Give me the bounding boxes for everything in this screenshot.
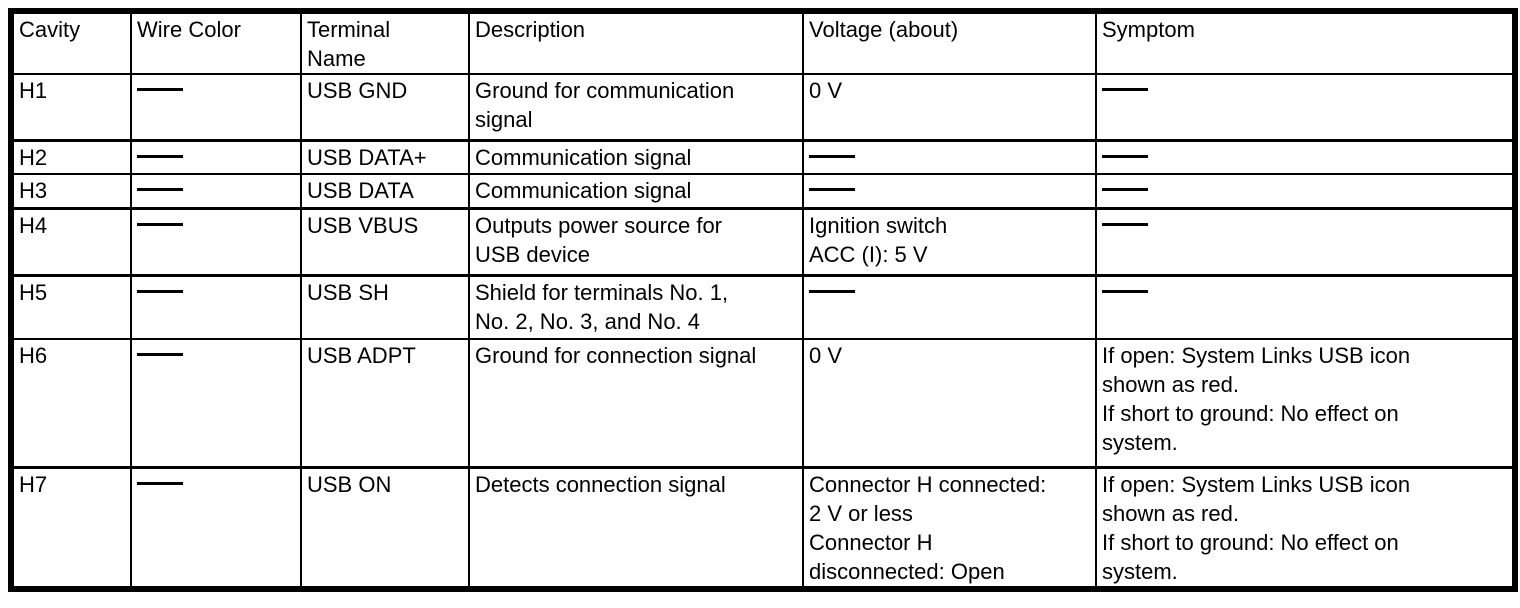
dash-value (137, 222, 183, 226)
dash-value (1102, 222, 1148, 226)
table-row: H2 USB DATA+Communication signal (10, 139, 1516, 175)
cell-voltage: 0 V (802, 338, 1097, 469)
cell-symptom (1095, 73, 1516, 142)
header-wire-color: Wire Color (130, 10, 302, 75)
dash-value (137, 289, 183, 293)
cell-terminal-name: USB VBUS (300, 207, 470, 277)
cell-voltage (802, 173, 1097, 210)
cell-voltage: Connector H connected: 2 V or less Conne… (802, 466, 1097, 590)
cell-symptom (1095, 274, 1516, 340)
cell-symptom (1095, 207, 1516, 277)
cell-description: Ground for communication signal (468, 73, 804, 142)
cell-wire-color (130, 139, 302, 175)
cell-cavity: H7 (10, 466, 132, 590)
dash-value (1102, 289, 1148, 293)
dash-value (809, 188, 855, 191)
cell-terminal-name: USB ON (300, 466, 470, 590)
header-terminal-name: Terminal Name (300, 10, 470, 75)
dash-value (809, 154, 855, 158)
cell-symptom (1095, 173, 1516, 210)
cell-description: Detects connection signal (468, 466, 804, 590)
cell-wire-color (130, 73, 302, 142)
cell-cavity: H1 (10, 73, 132, 142)
cell-wire-color (130, 466, 302, 590)
cell-cavity: H4 (10, 207, 132, 277)
cell-wire-color (130, 274, 302, 340)
header-description: Description (468, 10, 804, 75)
dash-value (137, 353, 183, 356)
dash-value (1102, 154, 1148, 158)
cell-voltage (802, 274, 1097, 340)
dash-value (1102, 188, 1148, 191)
cell-wire-color (130, 207, 302, 277)
cell-description: Outputs power source for USB device (468, 207, 804, 277)
cell-voltage (802, 139, 1097, 175)
cell-description: Shield for terminals No. 1, No. 2, No. 3… (468, 274, 804, 340)
cell-cavity: H2 (10, 139, 132, 175)
table-header: Cavity Wire Color Terminal Name Descript… (10, 10, 1516, 75)
cell-description: Communication signal (468, 139, 804, 175)
cell-description: Communication signal (468, 173, 804, 210)
header-row: Cavity Wire Color Terminal Name Descript… (10, 10, 1516, 75)
cell-description: Ground for connection signal (468, 338, 804, 469)
cell-voltage: Ignition switch ACC (I): 5 V (802, 207, 1097, 277)
cell-wire-color (130, 173, 302, 210)
cell-terminal-name: USB DATA+ (300, 139, 470, 175)
header-symptom: Symptom (1095, 10, 1516, 75)
cell-symptom (1095, 139, 1516, 175)
dash-value (809, 289, 855, 293)
dash-value (137, 88, 183, 91)
cell-voltage: 0 V (802, 73, 1097, 142)
terminal-table: Cavity Wire Color Terminal Name Descript… (8, 8, 1518, 592)
cell-cavity: H6 (10, 338, 132, 469)
cell-symptom: If open: System Links USB icon shown as … (1095, 466, 1516, 590)
dash-value (137, 188, 183, 191)
dash-value (137, 481, 183, 485)
header-voltage: Voltage (about) (802, 10, 1097, 75)
cell-terminal-name: USB DATA (300, 173, 470, 210)
cell-terminal-name: USB GND (300, 73, 470, 142)
header-cavity: Cavity (10, 10, 132, 75)
cell-cavity: H5 (10, 274, 132, 340)
cell-wire-color (130, 338, 302, 469)
cell-symptom: If open: System Links USB icon shown as … (1095, 338, 1516, 469)
dash-value (1102, 88, 1148, 91)
cell-cavity: H3 (10, 173, 132, 210)
cell-terminal-name: USB ADPT (300, 338, 470, 469)
dash-value (137, 154, 183, 158)
cell-terminal-name: USB SH (300, 274, 470, 340)
